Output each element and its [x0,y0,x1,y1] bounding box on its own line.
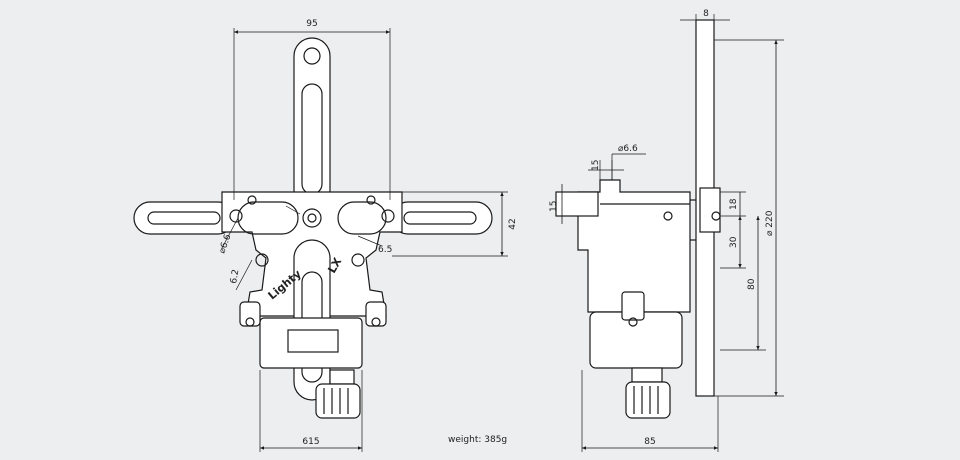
side-flange [555,191,599,217]
lower-body-label [287,329,339,353]
screw-top-right [366,195,376,205]
mount-hole-right [381,209,395,223]
ear-right-screw [371,317,381,327]
gland-body [315,383,361,419]
side-mid-screw [663,211,673,221]
dim-30: 30 [729,236,739,248]
side-view [555,14,784,452]
dim-85: 85 [644,437,655,447]
center-knob [302,208,322,228]
dim-220: ⌀ 220 [765,210,775,236]
dim-hole-dia-left: ⌀6.6 [217,233,233,255]
screw-top-left [247,195,257,205]
dim-95: 95 [306,19,317,29]
dim-80: 80 [747,278,757,290]
dim-42: 42 [508,218,518,229]
mid-screw-left [255,253,269,267]
top-handle-hole [303,47,321,65]
gland-nut [329,369,355,385]
cross-inner-right [337,201,387,235]
dim-angle-right: 6.5 [378,245,392,255]
mid-screw-right [351,253,365,267]
side-view-text: 8 ⌀6.6 15 15 18 30 80 ⌀ 220 85 [549,9,775,447]
dim-15-top: 15 [591,160,601,171]
dim-offset-left: 6.2 [229,269,241,285]
ear-right [365,301,387,327]
ear-left [239,301,261,327]
ear-left-screw [245,317,255,327]
weight-label: weight: 385g [448,435,507,445]
dim-8: 8 [703,9,709,19]
dim-hole-dia-side: ⌀6.6 [618,144,638,154]
dim-615: 615 [302,437,319,447]
center-knob-inner [307,213,317,223]
side-gland-body [625,381,671,419]
left-handle-slot [147,211,221,225]
side-screw-block [699,187,721,233]
dim-15-left: 15 [549,201,559,212]
side-gland-nut [631,367,663,383]
dim-18: 18 [729,198,739,210]
right-handle [391,201,493,235]
right-handle-slot [403,211,477,225]
left-handle [133,201,235,235]
side-upper-body [577,179,691,313]
lower-body [259,317,363,369]
side-clip [621,291,645,321]
front-view [133,28,508,452]
